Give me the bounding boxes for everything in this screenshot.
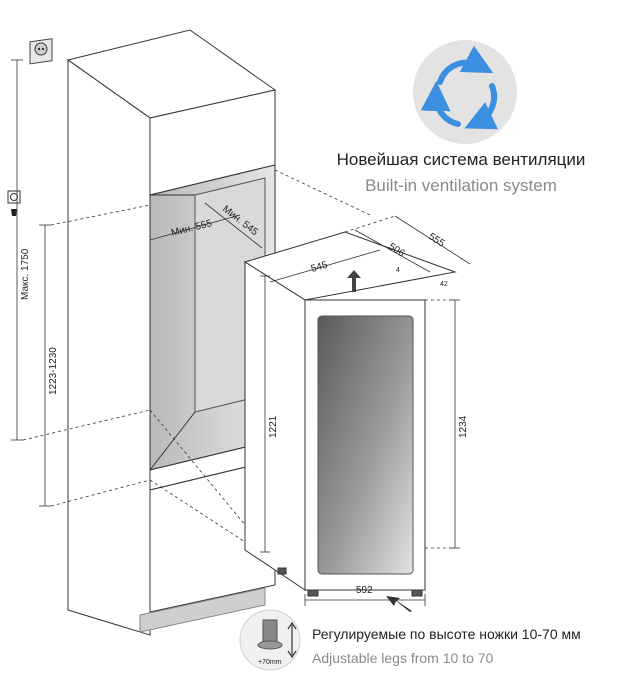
ventilation-icon bbox=[413, 40, 517, 144]
legs-badge-label: +70mm bbox=[258, 659, 282, 666]
legs-title-en: Adjustable legs from 10 to 70 bbox=[312, 650, 494, 666]
ventilation-title-en: Built-in ventilation system bbox=[365, 176, 557, 195]
air-up-arrow-icon bbox=[347, 270, 361, 292]
circular-arrows-icon bbox=[420, 45, 498, 130]
air-in-arrow-icon bbox=[386, 596, 412, 612]
wine-cooler bbox=[243, 231, 457, 597]
gap-b-label: 42 bbox=[440, 281, 448, 288]
wall-socket-icon bbox=[29, 38, 53, 65]
appliance-top-width-label: 545 bbox=[310, 260, 329, 275]
appliance-height-front-label: 1234 bbox=[458, 415, 469, 438]
max-height-label: Макс. 1750 bbox=[20, 248, 31, 300]
appliance-height-side-label: 1221 bbox=[268, 415, 279, 438]
niche-height-label: 1223-1230 bbox=[48, 347, 59, 395]
glass-door bbox=[317, 315, 414, 575]
appliance-dimension-lines bbox=[260, 215, 471, 606]
legs-title-ru: Регулируемые по высоте ножки 10-70 мм bbox=[312, 626, 581, 642]
ventilation-title-ru: Новейшая система вентиляции bbox=[336, 150, 586, 169]
kitchen-cabinet bbox=[66, 29, 277, 636]
adjustable-leg-icon: +70mm bbox=[239, 609, 301, 671]
plug-icon bbox=[7, 190, 21, 216]
gap-a-label: 4 bbox=[396, 267, 400, 274]
appliance-width-label: 592 bbox=[356, 585, 373, 596]
